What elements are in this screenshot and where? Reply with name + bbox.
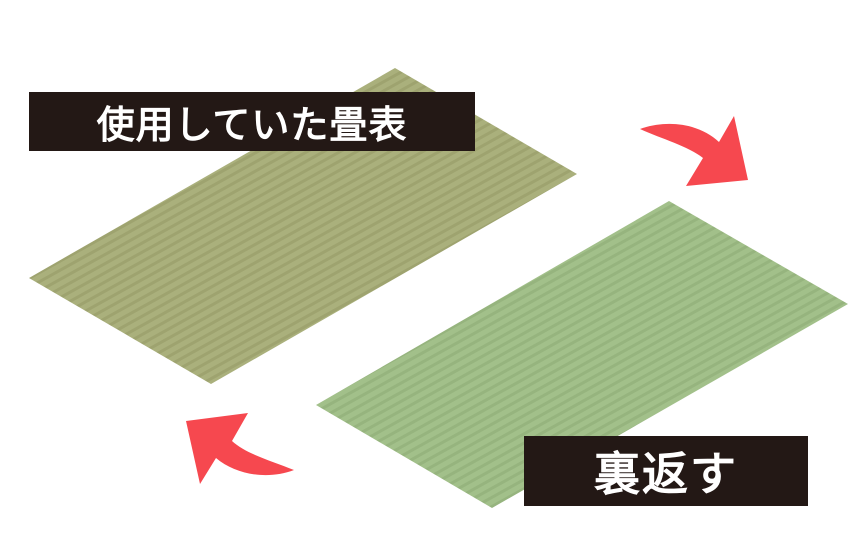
used-tatami-surface-label: 使用していた畳表 bbox=[29, 92, 475, 151]
curved-arrow-right-icon bbox=[640, 116, 748, 186]
flipped-tatami-mat bbox=[316, 201, 848, 508]
flip-over-label: 裏返す bbox=[524, 436, 808, 506]
curved-arrow-left-icon bbox=[186, 413, 294, 484]
